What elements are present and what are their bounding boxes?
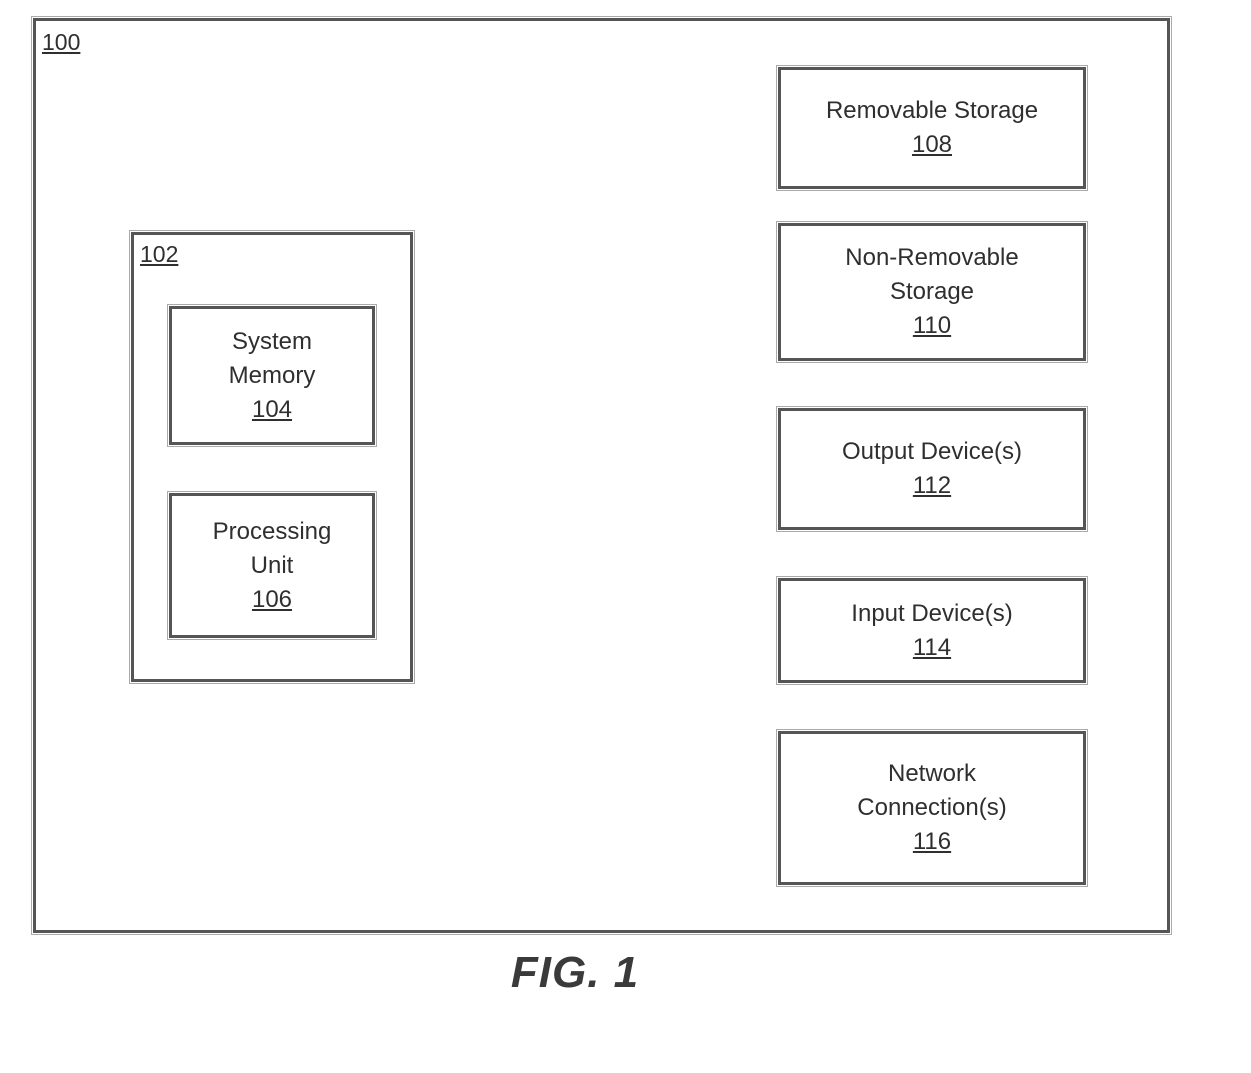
block-ref: 108	[912, 128, 952, 162]
output-devices-block: Output Device(s) 112	[778, 408, 1086, 530]
block-label-line: Connection(s)	[857, 791, 1006, 825]
core-ref-label: 102	[140, 243, 178, 266]
system-memory-block: System Memory 104	[169, 306, 375, 445]
removable-storage-block: Removable Storage 108	[778, 67, 1086, 189]
block-label-line: Unit	[251, 549, 294, 583]
block-ref: 114	[913, 631, 951, 665]
figure-caption: FIG. 1	[480, 948, 670, 998]
non-removable-storage-block: Non-Removable Storage 110	[778, 223, 1086, 361]
block-label-line: Output Device(s)	[842, 435, 1022, 469]
processing-unit-block: Processing Unit 106	[169, 493, 375, 638]
block-label-line: Non-Removable	[845, 241, 1018, 275]
device-ref-label: 100	[42, 31, 80, 54]
block-ref: 106	[252, 583, 292, 617]
block-label-line: Processing	[213, 515, 332, 549]
input-devices-block: Input Device(s) 114	[778, 578, 1086, 683]
block-label-line: Network	[888, 757, 976, 791]
block-label-line: Input Device(s)	[851, 597, 1012, 631]
block-label-line: Storage	[890, 275, 974, 309]
network-connections-block: Network Connection(s) 116	[778, 731, 1086, 885]
block-ref: 110	[913, 309, 951, 343]
block-label-line: System	[232, 325, 312, 359]
block-ref: 104	[252, 393, 292, 427]
block-label-line: Removable Storage	[826, 94, 1038, 128]
block-ref: 112	[913, 469, 951, 503]
block-label-line: Memory	[229, 359, 316, 393]
block-ref: 116	[913, 825, 951, 859]
